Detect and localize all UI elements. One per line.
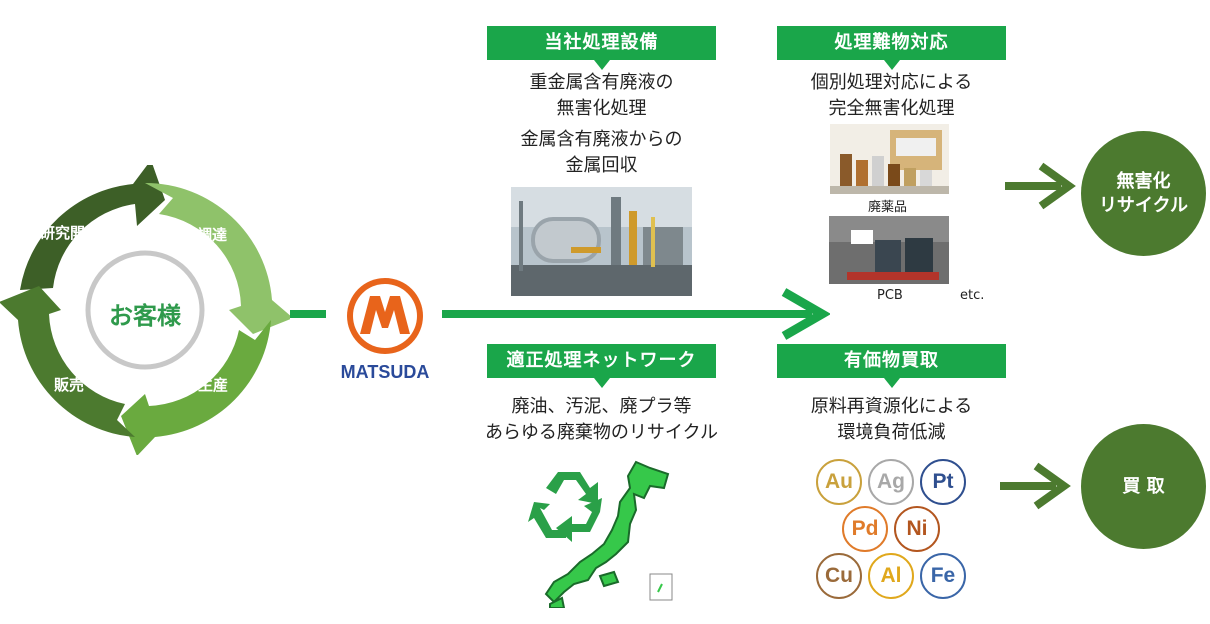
facility-title-text: 当社処理設備 bbox=[544, 32, 659, 53]
caption-pcb: PCB bbox=[877, 288, 903, 303]
arrow-to-purchase-icon bbox=[1000, 462, 1071, 510]
valuables-line2: 環境負荷低減 bbox=[837, 422, 946, 443]
cycle-segment-research bbox=[20, 165, 165, 290]
cycle-segment-procurement bbox=[145, 182, 290, 334]
cycle-segment-sales bbox=[0, 286, 135, 437]
stage-label-procurement: 調達 bbox=[197, 226, 228, 244]
stage-label-sales: 販売 bbox=[54, 376, 85, 394]
customer-cycle-diagram bbox=[0, 165, 290, 455]
caption-etc: etc. bbox=[960, 288, 985, 303]
facility-line1: 重金属含有廃液の bbox=[529, 72, 674, 93]
facility-line4: 金属回収 bbox=[565, 155, 638, 176]
main-flow-arrowhead-icon bbox=[781, 288, 830, 340]
facility-line2: 無害化処理 bbox=[556, 98, 647, 119]
stage-label-production: 生産 bbox=[198, 376, 229, 394]
metal-badge-al: Al bbox=[868, 553, 914, 599]
matsuda-logo-icon bbox=[347, 278, 423, 354]
facility-title: 当社処理設備 bbox=[487, 26, 716, 70]
connector-dash bbox=[290, 310, 326, 318]
network-line2: あらゆる廃棄物のリサイクル bbox=[484, 422, 719, 443]
arrow-to-detox-icon bbox=[1005, 162, 1076, 210]
outcome-purchase-label: 買 取 bbox=[1122, 475, 1165, 497]
waste-chemicals-photo bbox=[830, 124, 949, 194]
outcome-purchase: 買 取 bbox=[1081, 424, 1206, 549]
plant-photo bbox=[511, 187, 692, 296]
caption-waste-chemicals: 廃薬品 bbox=[868, 200, 908, 215]
pcb-transformer-photo bbox=[829, 216, 949, 284]
metal-badge-pt: Pt bbox=[920, 459, 966, 505]
facility-line3: 金属含有廃液からの bbox=[520, 129, 683, 150]
difficult-waste-title-text: 処理難物対応 bbox=[834, 32, 949, 53]
recycle-icon bbox=[528, 472, 602, 542]
matsuda-logo-text: MATSUDA bbox=[340, 362, 430, 382]
metal-badge-cu: Cu bbox=[816, 553, 862, 599]
metal-badge-au: Au bbox=[816, 459, 862, 505]
stage-label-research: 研究開発 bbox=[40, 224, 101, 242]
metal-badge-fe: Fe bbox=[920, 553, 966, 599]
valuables-title: 有価物買取 bbox=[777, 344, 1006, 388]
metal-badge-pd: Pd bbox=[842, 506, 888, 552]
difficult-waste-title: 処理難物対応 bbox=[777, 26, 1006, 70]
metal-badge-ag: Ag bbox=[868, 459, 914, 505]
metal-badge-ni: Ni bbox=[894, 506, 940, 552]
japan-map-icon bbox=[544, 460, 673, 608]
difficult-waste-line1: 個別処理対応による bbox=[810, 72, 973, 93]
cycle-center-disc bbox=[79, 244, 211, 376]
network-line1: 廃油、汚泥、廃プラ等 bbox=[511, 396, 692, 417]
network-title: 適正処理ネットワーク bbox=[487, 344, 716, 388]
valuables-line1: 原料再資源化による bbox=[810, 396, 973, 417]
outcome-detox-line2: リサイクル bbox=[1098, 194, 1189, 216]
outcome-detox-recycle: 無害化 リサイクル bbox=[1081, 131, 1206, 256]
difficult-waste-line2: 完全無害化処理 bbox=[828, 98, 955, 119]
cycle-center-ring bbox=[85, 250, 205, 370]
outcome-detox-line1: 無害化 bbox=[1116, 170, 1171, 192]
main-flow-line bbox=[442, 310, 812, 318]
network-title-text: 適正処理ネットワーク bbox=[506, 350, 697, 371]
cycle-segment-production bbox=[121, 320, 271, 455]
valuables-title-text: 有価物買取 bbox=[844, 350, 939, 371]
customer-label: お客様 bbox=[109, 302, 181, 330]
